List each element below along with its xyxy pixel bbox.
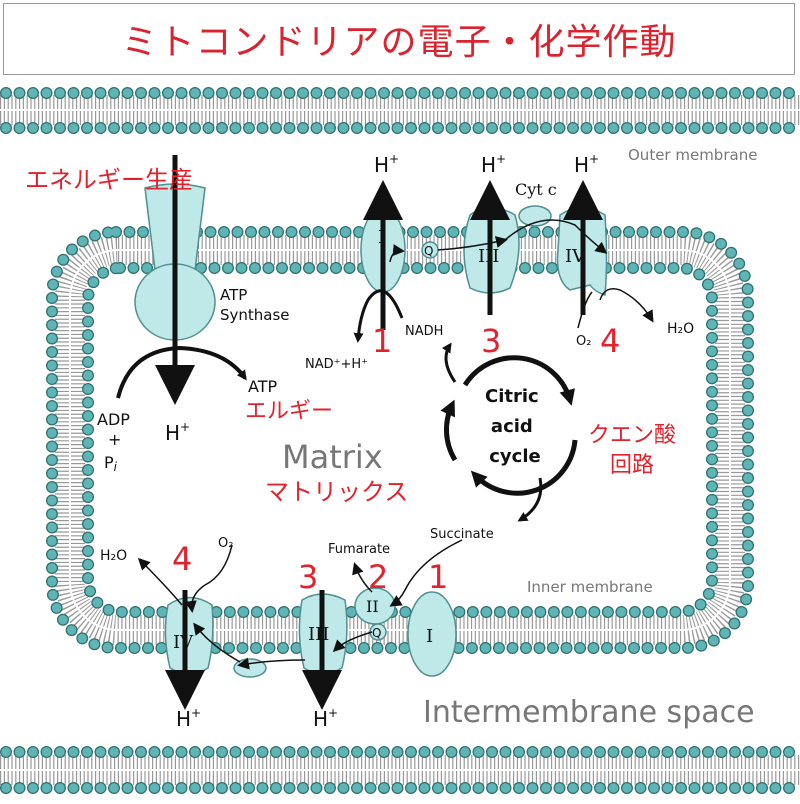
electron-path-top	[389, 219, 654, 329]
h-plus-bottom-iii: H+	[313, 706, 338, 731]
h-plus-bottom-iv: H+	[176, 706, 201, 731]
h2o-top-label: H₂O	[667, 321, 694, 337]
matrix-jp-label: マトリックス	[265, 478, 408, 506]
atp-label: ATP	[248, 377, 277, 396]
nad-label: NAD⁺+H⁺	[305, 357, 368, 372]
complex-i-bottom-label: I	[426, 626, 433, 647]
outer-membrane-label: Outer membrane	[628, 146, 757, 164]
cyt-c-top-label: Cyt c	[515, 180, 557, 199]
complex-i-bottom	[407, 591, 457, 677]
nadh-label: NADH	[405, 324, 443, 339]
q-bottom-label: Q	[372, 626, 381, 640]
o2-top-label: O₂	[576, 334, 591, 349]
energy-label: エルギー	[245, 399, 333, 424]
complex-ii-bottom-label: II	[366, 597, 379, 616]
page-title: ミトコンドリアの電子・化学作動	[121, 22, 677, 63]
h2o-bottom-label: H₂O	[100, 548, 127, 564]
atp-synthase	[134, 155, 216, 405]
number-1-top: 1	[372, 322, 392, 360]
nadh-arrow	[353, 289, 404, 343]
number-3-top: 3	[481, 322, 501, 360]
pi-label: Pi	[104, 453, 118, 474]
number-1-bottom: 1	[428, 558, 448, 596]
title-box: ミトコンドリアの電子・化学作動	[3, 3, 795, 75]
complex-iii-bottom-label: III	[308, 624, 329, 645]
o2-bottom-label: O₂	[218, 536, 233, 551]
h-plus-1: H+	[374, 152, 399, 177]
citric-acid-cycle	[440, 342, 578, 522]
adp-label: ADP	[97, 410, 130, 429]
citric-jp-label-1: クエン酸	[588, 423, 676, 448]
citric-label: Citric acid cycle	[485, 386, 545, 467]
atp-synthase-label: ATP Synthase	[220, 286, 290, 324]
complex-iv-bottom	[164, 596, 214, 675]
electron-path-bottom	[137, 539, 463, 670]
outer-membrane-top	[0, 87, 800, 134]
fumarate-label: Fumarate	[328, 542, 390, 557]
number-2-bottom: 2	[368, 558, 388, 596]
intermembrane-space-label: Intermembrane space	[423, 695, 755, 730]
h-plus-atp: H+	[165, 420, 190, 445]
matrix-label: Matrix	[282, 438, 383, 476]
outer-membrane-bottom	[0, 746, 800, 794]
adp-plus: +	[108, 430, 121, 449]
inner-membrane-label: Inner membrane	[527, 578, 653, 596]
number-4-bottom: 4	[172, 540, 192, 578]
number-4-top: 4	[600, 322, 620, 360]
citric-jp-label-2: 回路	[610, 453, 654, 478]
number-3-bottom: 3	[298, 558, 318, 596]
h-plus-3: H+	[481, 152, 506, 177]
energy-production-label: エネルギー生産	[25, 166, 193, 194]
succinate-label: Succinate	[430, 527, 494, 542]
proton-arrows-top	[363, 180, 603, 330]
h-plus-4: H+	[574, 152, 599, 177]
atp-arrow	[116, 345, 247, 399]
q-top-label: Q	[424, 244, 433, 258]
